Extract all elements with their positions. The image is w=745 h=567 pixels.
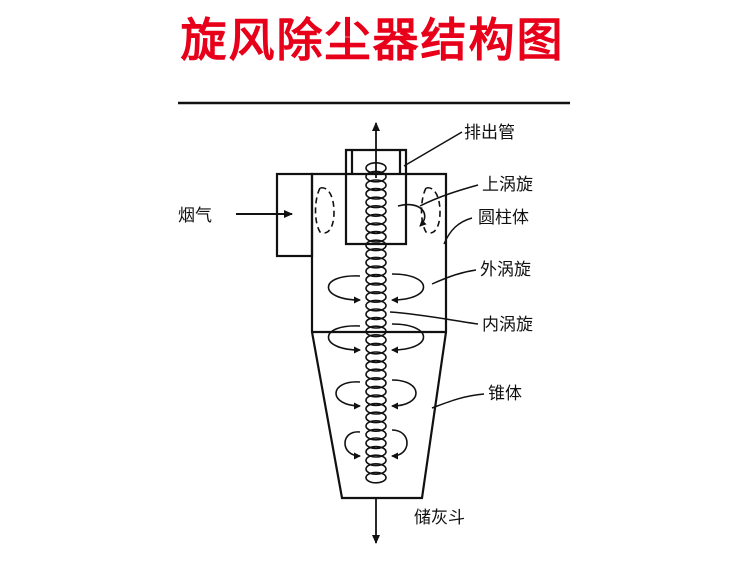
inner-vortex-turn — [365, 205, 387, 218]
inner-vortex-turn — [365, 454, 387, 467]
upper-vortex-arc — [397, 203, 427, 227]
inner-vortex-turn — [365, 385, 387, 398]
outer-vortex-left-arc — [327, 325, 361, 354]
outer-vortex-left-arc — [327, 275, 361, 304]
leader-cylinder — [443, 217, 473, 245]
inner-vortex-turn — [365, 256, 387, 269]
outer-vortex-left-arc — [335, 381, 361, 410]
inner-vortex-turn — [365, 316, 387, 329]
leader-inner-vortex — [389, 311, 479, 325]
exhaust-pipe — [344, 148, 408, 246]
label-flue-gas: 烟气 — [178, 206, 212, 226]
inner-vortex-turn — [365, 402, 387, 415]
inner-vortex-turn — [365, 282, 387, 295]
inner-vortex-turn — [365, 230, 387, 243]
inner-vortex-turn — [365, 462, 387, 475]
inner-vortex-turn — [365, 437, 387, 450]
inner-vortex-turn — [365, 179, 387, 192]
outer-vortex-loops — [327, 203, 427, 460]
label-cone: 锥体 — [488, 384, 522, 404]
inner-vortex-turn — [365, 359, 387, 372]
inner-vortex-turn — [365, 325, 387, 338]
leader-outer-vortex — [431, 269, 477, 285]
page-title: 旋风除尘器结构图 — [180, 13, 565, 67]
upper-vortex-left-dashed — [314, 187, 335, 234]
outer-vortex-left-arc — [344, 431, 361, 460]
inner-vortex-turn — [365, 376, 387, 389]
inner-vortex-turn — [365, 428, 387, 441]
outer-vortex-right-arc — [391, 379, 417, 410]
inner-vortex-turn — [365, 222, 387, 235]
label-exhaust-pipe: 排出管 — [464, 123, 515, 143]
inner-vortex-turn — [365, 213, 387, 226]
label-cylinder: 圆柱体 — [478, 208, 529, 228]
label-upper-vortex: 上涡旋 — [482, 175, 533, 195]
leader-upper-vortex — [419, 184, 479, 207]
inner-vortex-turn — [365, 170, 387, 183]
upper-vortex-right-dashed — [420, 187, 441, 234]
inner-vortex-turn — [365, 308, 387, 321]
inner-vortex-turn — [365, 333, 387, 346]
inner-vortex-turn — [365, 248, 387, 261]
outer-vortex-right-arc — [391, 273, 425, 304]
inner-vortex-turn — [365, 196, 387, 209]
label-inner-vortex: 内涡旋 — [482, 315, 533, 335]
outer-vortex-right-arc — [391, 429, 408, 460]
inner-vortex-turn — [365, 162, 387, 175]
label-outer-vortex: 外涡旋 — [480, 260, 531, 280]
inner-vortex-turn — [365, 411, 387, 424]
inner-vortex-turn — [365, 239, 387, 252]
inner-vortex-turn — [365, 368, 387, 381]
inner-vortex-coil — [365, 162, 387, 484]
outer-vortex-right-arc — [391, 323, 425, 354]
label-ash-hopper: 储灰斗 — [414, 508, 465, 528]
inner-vortex-turn — [365, 290, 387, 303]
inner-vortex-turn — [365, 419, 387, 432]
inner-vortex-turn — [365, 187, 387, 200]
inner-vortex-turn — [365, 265, 387, 278]
leader-cone — [431, 393, 485, 409]
inner-vortex-turn — [365, 445, 387, 458]
inner-vortex-turn — [365, 394, 387, 407]
inner-vortex-turn — [365, 471, 387, 484]
inner-vortex-turn — [365, 273, 387, 286]
leader-exhaust-pipe — [403, 131, 463, 167]
inner-vortex-turn — [365, 299, 387, 312]
inner-vortex-turn — [365, 351, 387, 364]
inner-vortex-turn — [365, 342, 387, 355]
